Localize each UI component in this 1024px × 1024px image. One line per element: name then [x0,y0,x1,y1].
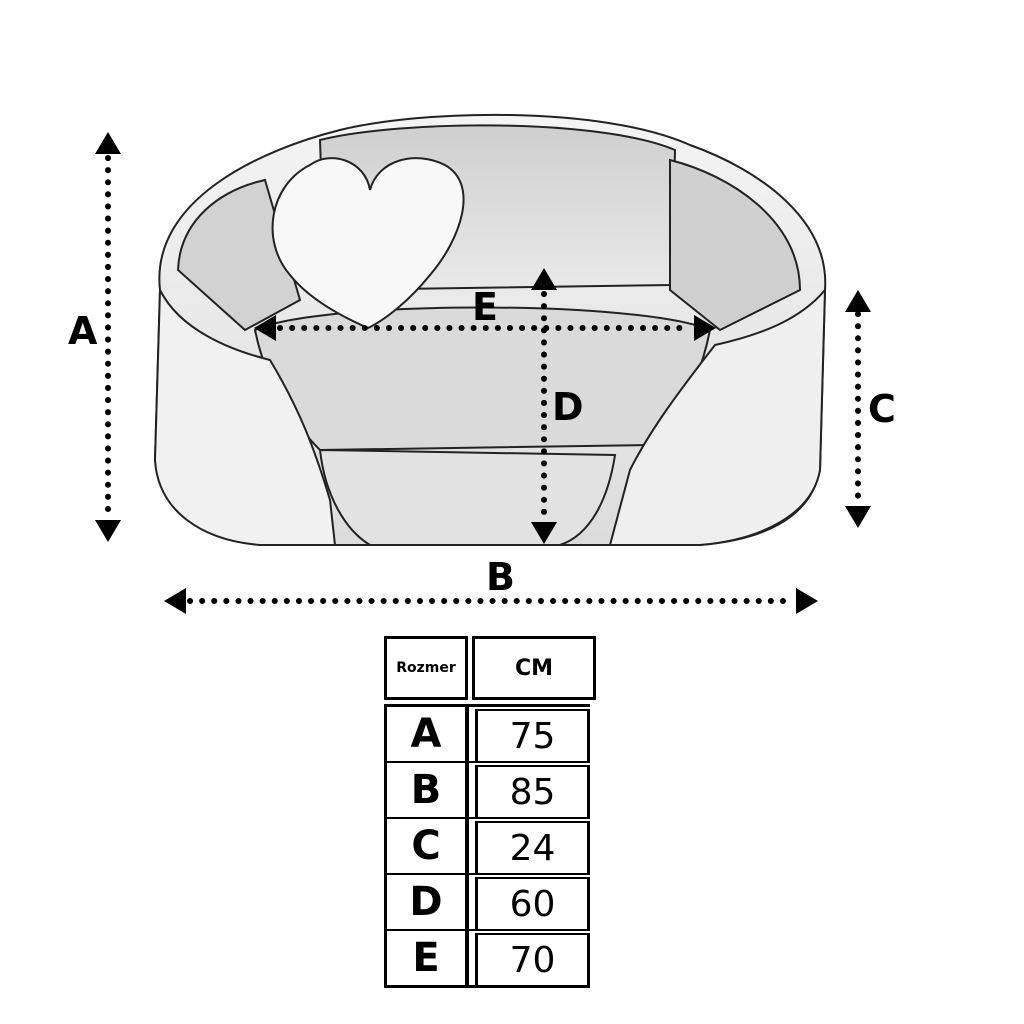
row-key: A [387,707,469,761]
row-value: 75 [475,709,590,761]
header-unit: CM [472,636,596,700]
table-header: Rozmer CM [384,636,596,700]
row-key: B [387,763,469,817]
arrow-down-icon [845,506,871,528]
row-key: D [387,875,469,929]
label-c: C [868,387,896,431]
row-value: 24 [475,821,590,873]
header-size: Rozmer [384,636,468,700]
table-row: B 85 [387,761,590,817]
table-row: A 75 [387,707,590,761]
table-body: A 75 B 85 C 24 D 60 E 70 [384,704,590,988]
bed-illustration [153,113,827,546]
arrow-up-icon [531,268,557,290]
label-d: D [552,385,584,429]
arrow-up-icon [845,290,871,312]
arrow-left-icon [254,315,276,341]
dog-bed-diagram: A C D E B [68,113,896,614]
heart-pillow [271,157,465,330]
label-b: B [486,555,515,599]
arrow-left-icon [164,588,186,614]
table-row: E 70 [387,929,590,985]
label-a: A [68,309,98,353]
row-value: 70 [475,933,590,985]
arrow-right-icon [796,588,818,614]
dimension-b [164,588,818,614]
dimension-c [845,290,871,528]
size-table: Rozmer CM A 75 B 85 C 24 D 60 E 70 [384,636,596,988]
row-value: 60 [475,877,590,929]
row-key: E [387,931,469,985]
row-key: C [387,819,469,873]
arrow-down-icon [95,520,121,542]
arrow-right-icon [694,315,716,341]
dimension-d [531,268,557,544]
dimension-e [254,315,716,341]
dimension-a [95,132,121,542]
label-e: E [472,285,498,329]
arrow-down-icon [531,522,557,544]
arrow-up-icon [95,132,121,154]
table-row: C 24 [387,817,590,873]
table-row: D 60 [387,873,590,929]
row-value: 85 [475,765,590,817]
